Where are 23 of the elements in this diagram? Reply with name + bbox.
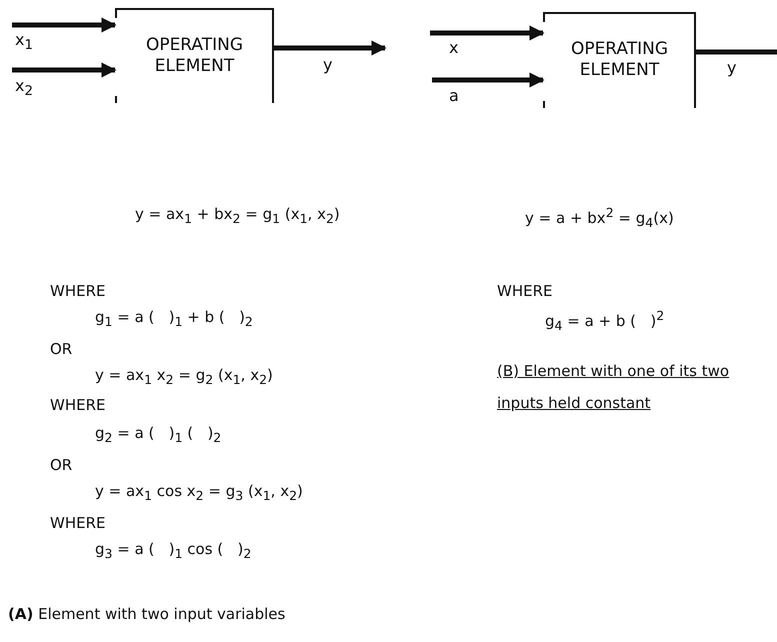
figure-caption: (A) Element with two input variables [8,605,286,623]
arrow [430,26,544,40]
equation-text: OR [50,456,72,474]
equation-text: WHERE [50,514,106,532]
equation-text: y = ax$_{1}$ + bx$_{2}$ = g$_{1}$ (x$_{1}$, x$_{2}$) [135,205,340,226]
equation-text: WHERE [50,282,106,300]
equation-text: y = ax$_{1}$ cos x$_{2}$ = g$_{3}$ (x$_{1}$, x$_{2}$) [95,482,303,503]
arrow [274,40,386,56]
operating-element-box: OPERATING ELEMENT [543,12,696,108]
equation-text: y = a + bx$^{2}$ = g$_{4}$(x) [525,205,674,230]
arrow [12,62,116,78]
equation-text: y = ax$_{1}$ x$_{2}$ = g$_{2}$ (x$_{1}$, x$_{2}$) [95,366,273,387]
equation-text: WHERE [497,282,552,300]
equation-text: g$_{4}$ = a + b ( )$^{2}$ [545,308,664,333]
arrow [432,72,544,88]
operating-element-box: OPERATING ELEMENT [115,8,274,103]
equation-text: g$_{3}$ = a ( )$_{1}$ cos ( )$_{2}$ [95,540,252,561]
equation-text: g$_{1}$ = a ( )$_{1}$ + b ( )$_{2}$ [95,308,253,329]
arrow [12,18,116,32]
figure-caption: (B) Element with one of its two inputs held constant [497,361,730,414]
equation-text: OR [50,340,72,358]
equation-text: WHERE [50,396,106,414]
equation-text: g$_{2}$ = a ( )$_{1}$ ( )$_{2}$ [95,424,222,445]
